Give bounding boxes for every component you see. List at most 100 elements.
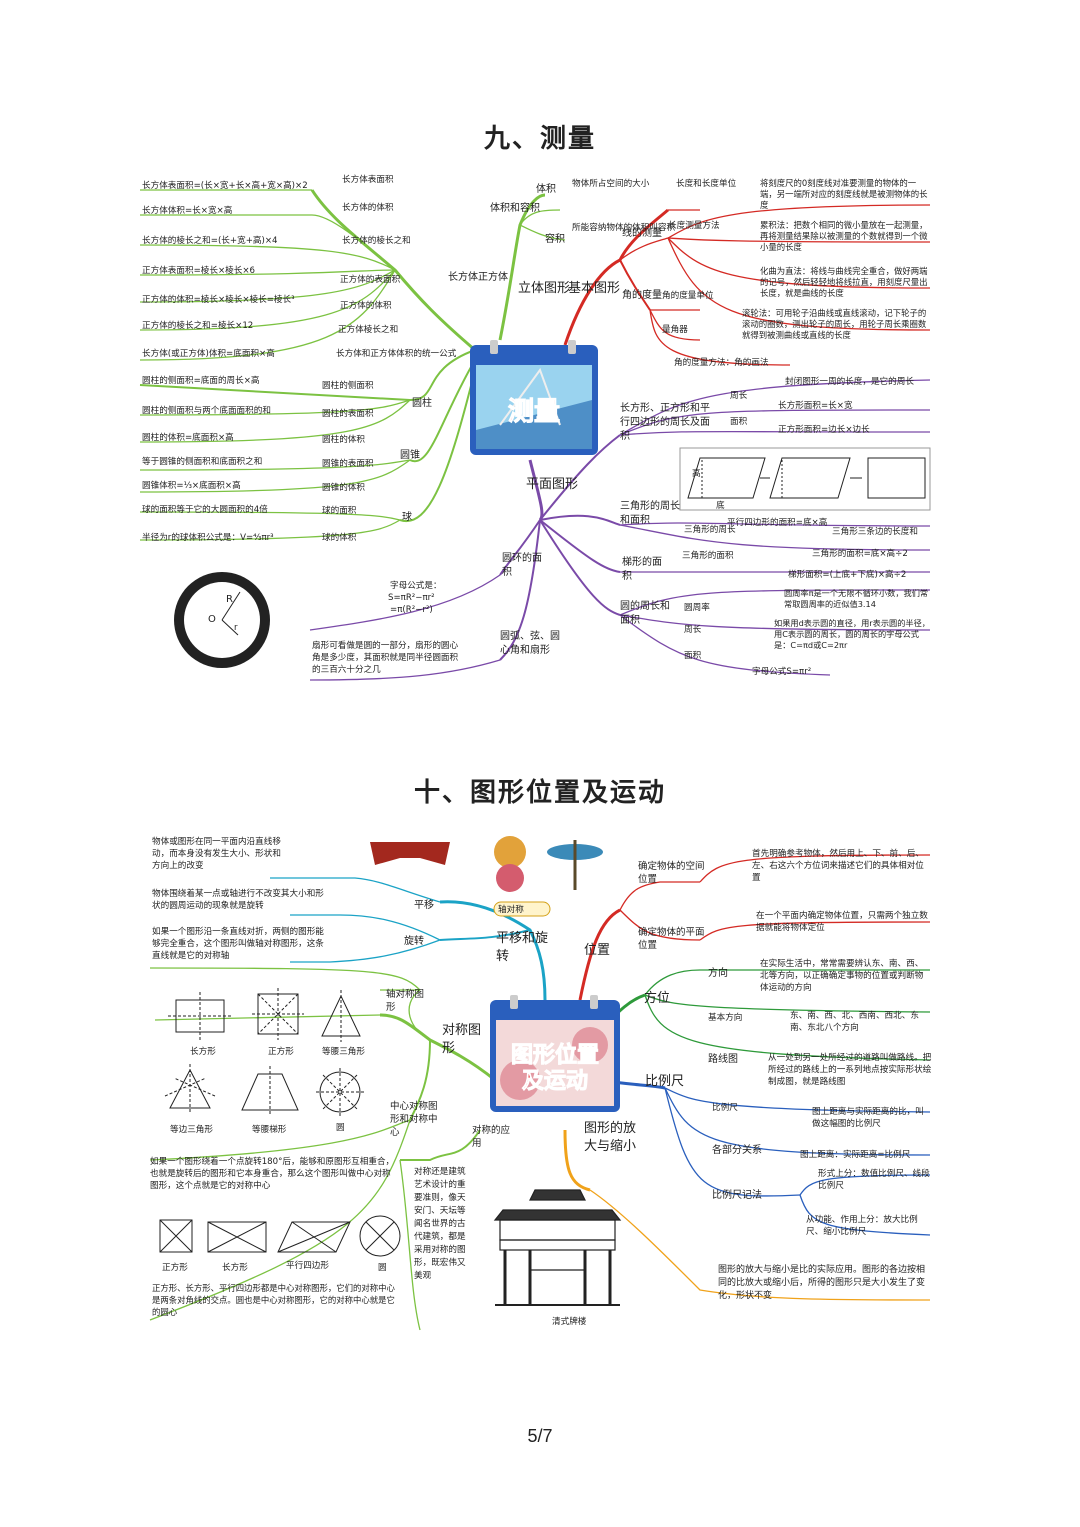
sym-app-def-box: 对称还是建筑艺术设计的重要准则，像天安门、天坛等闻名世界的古代建筑，都是采用对称…	[414, 1166, 470, 1306]
formula-label: 球的体积	[322, 531, 357, 543]
symmetric-objects-illustration	[370, 836, 603, 916]
circ-area-def: 字母公式S=πr²	[752, 665, 811, 677]
method-box-2: 累积法：把数个相同的微小量放在一起测量，再将测量结果除以被测量的个数就得到一个微…	[760, 220, 930, 256]
area-label: 面积	[730, 415, 748, 427]
formula-label: 正方体的体积	[340, 299, 392, 311]
formula: 圆柱的侧面积=底面的周长×高	[142, 374, 260, 386]
formula-label: 长方体表面积	[342, 173, 394, 185]
circ-perimeter-label: 周长	[684, 623, 702, 635]
shape-label: 圆	[336, 1122, 345, 1133]
rect-area: 长方形面积=长×宽	[778, 399, 853, 411]
para-area: 平行四边形的面积=底×高	[727, 516, 828, 528]
sym-app-label: 对称的应用	[472, 1124, 512, 1156]
sphere-formula-list: 球的面积等于它的大圆面积的4倍 球的面积 半径为r的球体积公式是：V=⁴⁄₃πr…	[142, 503, 357, 543]
cuboid-formula-list: 长方体表面积=(长×宽+长×高+宽×高)×2 长方体表面积 长方体体积=长×宽×…	[142, 173, 457, 359]
axis-symmetry-badge: 轴对称	[498, 903, 524, 915]
rect-group-label: 长方形、正方形和平行四边形的周长及面积	[620, 402, 712, 448]
formula: 长方体的棱长之和=(长+宽+高)×4	[142, 234, 278, 246]
volume-label: 体积	[536, 183, 556, 195]
ring-diagram	[174, 572, 270, 668]
shape-label: 正方形	[162, 1261, 188, 1273]
formula-label: 长方体的棱长之和	[342, 234, 411, 246]
ring-formula-1: 字母公式是：	[390, 579, 442, 591]
central-sym-def: 如果一个图形绕着一个点旋转180°后，能够和原图形互相重合，也就是旋转后的图形和…	[150, 1156, 395, 1192]
sym-app-text: 对称的应用	[472, 1124, 512, 1150]
length-unit-label: 长度和长度单位	[676, 177, 737, 189]
enlarge-def-box: 图形的放大与缩小是比的实际应用。图形的各边按相同的比放大或缩小后，所得的图形只是…	[718, 1264, 930, 1308]
relation-label: 各部分关系	[712, 1143, 762, 1156]
formula-label: 圆柱的表面积	[322, 407, 374, 419]
method-text: 将刻度尺的0刻度线对准要测量的物体的一端，另一端所对应的刻度线就是被测物体的长度	[760, 178, 930, 211]
axis-sym-def-box: 如果一个图形沿一条直线对折，两侧的图形能够完全重合，这个图形叫做轴对称图形，这条…	[152, 926, 332, 968]
branch-translate-rotate-text: 平移和旋转	[496, 930, 548, 966]
formula: 半径为r的球体积公式是：V=⁴⁄₃πr³	[142, 531, 274, 543]
route-def-box: 从一处到另一处所经过的道路叫做路线。把所经过的路线上的一系列地点按实际形状绘制成…	[768, 1052, 932, 1094]
branch-solid: 立体图形	[518, 281, 570, 296]
notation-2: 从功能、作用上分：放大比例尺、缩小比例尺	[806, 1214, 930, 1238]
para-height-label: 高	[692, 467, 701, 479]
ring-text: 圆环的面积	[502, 552, 542, 580]
perimeter-label: 周长	[730, 389, 748, 401]
circ-perimeter-def-box: 如果用d表示圆的直径，用r表示圆的半径，用C表示圆的周长，圆的周长的字母公式是：…	[774, 618, 930, 654]
ring-formula-3: =π(R²−r²)	[390, 605, 433, 615]
branch-translate-rotate: 平移和旋转	[496, 930, 548, 970]
pi-label: 圆周率	[684, 601, 710, 613]
branch-position: 位置	[584, 943, 610, 958]
center-title-line2: 及运动	[522, 1069, 588, 1094]
tri-area-label: 三角形的面积	[682, 549, 734, 561]
tri-perimeter-def: 三角形三条边的长度和	[832, 525, 918, 537]
formula-label: 圆柱的侧面积	[322, 379, 374, 391]
direction-def-box: 在实际生活中，常常需要辨认东、南、西、北等方向，以正确确定事物的位置或判断物体运…	[760, 958, 930, 1000]
pailou-label: 清式牌楼	[552, 1315, 587, 1327]
pi-def: 圆周率π是一个无限不循环小数，我们常常取圆周率的近似值3.14	[784, 588, 930, 610]
basic-dir-def-box: 东、南、西、北、西南、西北、东南、东北八个方向	[790, 1010, 930, 1038]
method-text: 滚轮法：可用轮子沿曲线或直线滚动，记下轮子的滚动的圈数，测出轮子的周长，用轮子周…	[742, 308, 930, 341]
notation-2-box: 从功能、作用上分：放大比例尺、缩小比例尺	[806, 1214, 930, 1242]
center-hub-position: 图形位置 及运动	[490, 995, 620, 1112]
ring-inner-r: r	[234, 623, 238, 633]
shape-label: 圆	[378, 1262, 387, 1273]
sector-def-box: 扇形可看做是圆的一部分，扇形的圆心角是多少度，其面积就是同半径圆面积的三百六十分…	[312, 640, 462, 680]
cylinder-label: 圆柱	[412, 396, 432, 409]
translate-def-box: 物体或图形在同一平面内沿直线移动，而本身没有发生大小、形状和方向上的改变	[152, 836, 282, 882]
formula: 正方体的体积=棱长×棱长×棱长=棱长³	[142, 293, 295, 305]
central-sym-note: 正方形、长方形、平行四边形都是中心对称图形，它们的对称中心是两条对角线的交点。圆…	[152, 1282, 402, 1318]
volume-def: 物体所占空间的大小	[572, 177, 650, 189]
method-box-3: 化曲为直法：将线与曲线完全重合，做好两端的记号，然后轻轻地将线拉直，用刻度尺量出…	[760, 266, 930, 302]
basic-dir-def: 东、南、西、北、西南、西北、东南、东北八个方向	[790, 1010, 930, 1034]
enlarge-def: 图形的放大与缩小是比的实际应用。图形的各边按相同的比放大或缩小后，所得的图形只是…	[718, 1264, 930, 1303]
formula-label: 正方体的表面积	[340, 273, 401, 285]
direction-def: 在实际生活中，常常需要辨认东、南、西、北等方向，以正确确定事物的位置或判断物体运…	[760, 958, 930, 994]
shape-label: 长方形	[222, 1261, 248, 1273]
formula: 正方体表面积=棱长×棱长×6	[142, 264, 255, 276]
square-area: 正方形面积=边长×边长	[778, 423, 870, 435]
ring-formula-2: S=πR²−πr²	[388, 593, 435, 603]
pos-plane-def: 在一个平面内确定物体位置，只需两个独立数据就能将物体定位	[756, 910, 930, 934]
translate-label: 平移	[414, 898, 434, 911]
central-sym-def-box: 如果一个图形绕着一个点旋转180°后，能够和原图形互相重合，也就是旋转后的图形和…	[150, 1156, 395, 1198]
position-motion-mind-map: 图形位置 及运动 平移和旋转 位置 对称图形 比例尺 图形的放大与缩小 方位 轴…	[0, 830, 1080, 1350]
trapezoid-def: 梯形面积=(上底+下底)×高÷2	[788, 568, 906, 580]
pos-space-def: 首先明确参考物体，然后用上、下、前、后、左、右这六个方位词来描述它们的具体相对位…	[752, 848, 932, 884]
page-number: 5/7	[0, 1426, 1080, 1447]
formula: 正方体的棱长之和=棱长×12	[142, 319, 253, 331]
pos-plane-label: 确定物体的平面位置	[638, 926, 708, 958]
ring-center-o: O	[208, 614, 216, 625]
pi-def-box: 圆周率π是一个无限不循环小数，我们常常取圆周率的近似值3.14	[784, 588, 930, 614]
formula-label: 正方体棱长之和	[338, 323, 398, 335]
ring-label: 圆环的面积	[502, 552, 542, 584]
cone-label: 圆锥	[400, 449, 420, 461]
formula: 球的面积等于它的大圆面积的4倍	[142, 503, 268, 515]
pos-space-label: 确定物体的空间位置	[638, 860, 708, 892]
direction-group-label: 方位	[644, 990, 670, 1006]
branch-symmetry-text: 对称图形	[442, 1022, 482, 1058]
shape-label: 等腰梯形	[252, 1123, 287, 1135]
formula: 长方体表面积=(长×宽+长×高+宽×高)×2	[142, 179, 308, 191]
pos-plane-def-box: 在一个平面内确定物体位置，只需两个独立数据就能将物体定位	[756, 910, 930, 938]
triangle-text: 三角形的周长和面积	[620, 500, 680, 528]
center-hub-measurement: 测量	[470, 340, 598, 455]
formula: 长方体体积=长×宽×高	[142, 204, 233, 216]
circle-label: 圆的周长和面积	[620, 600, 672, 632]
rect-group-text: 长方形、正方形和平行四边形的周长及面积	[620, 402, 712, 444]
formula: 圆柱的体积=底面积×高	[142, 431, 234, 443]
